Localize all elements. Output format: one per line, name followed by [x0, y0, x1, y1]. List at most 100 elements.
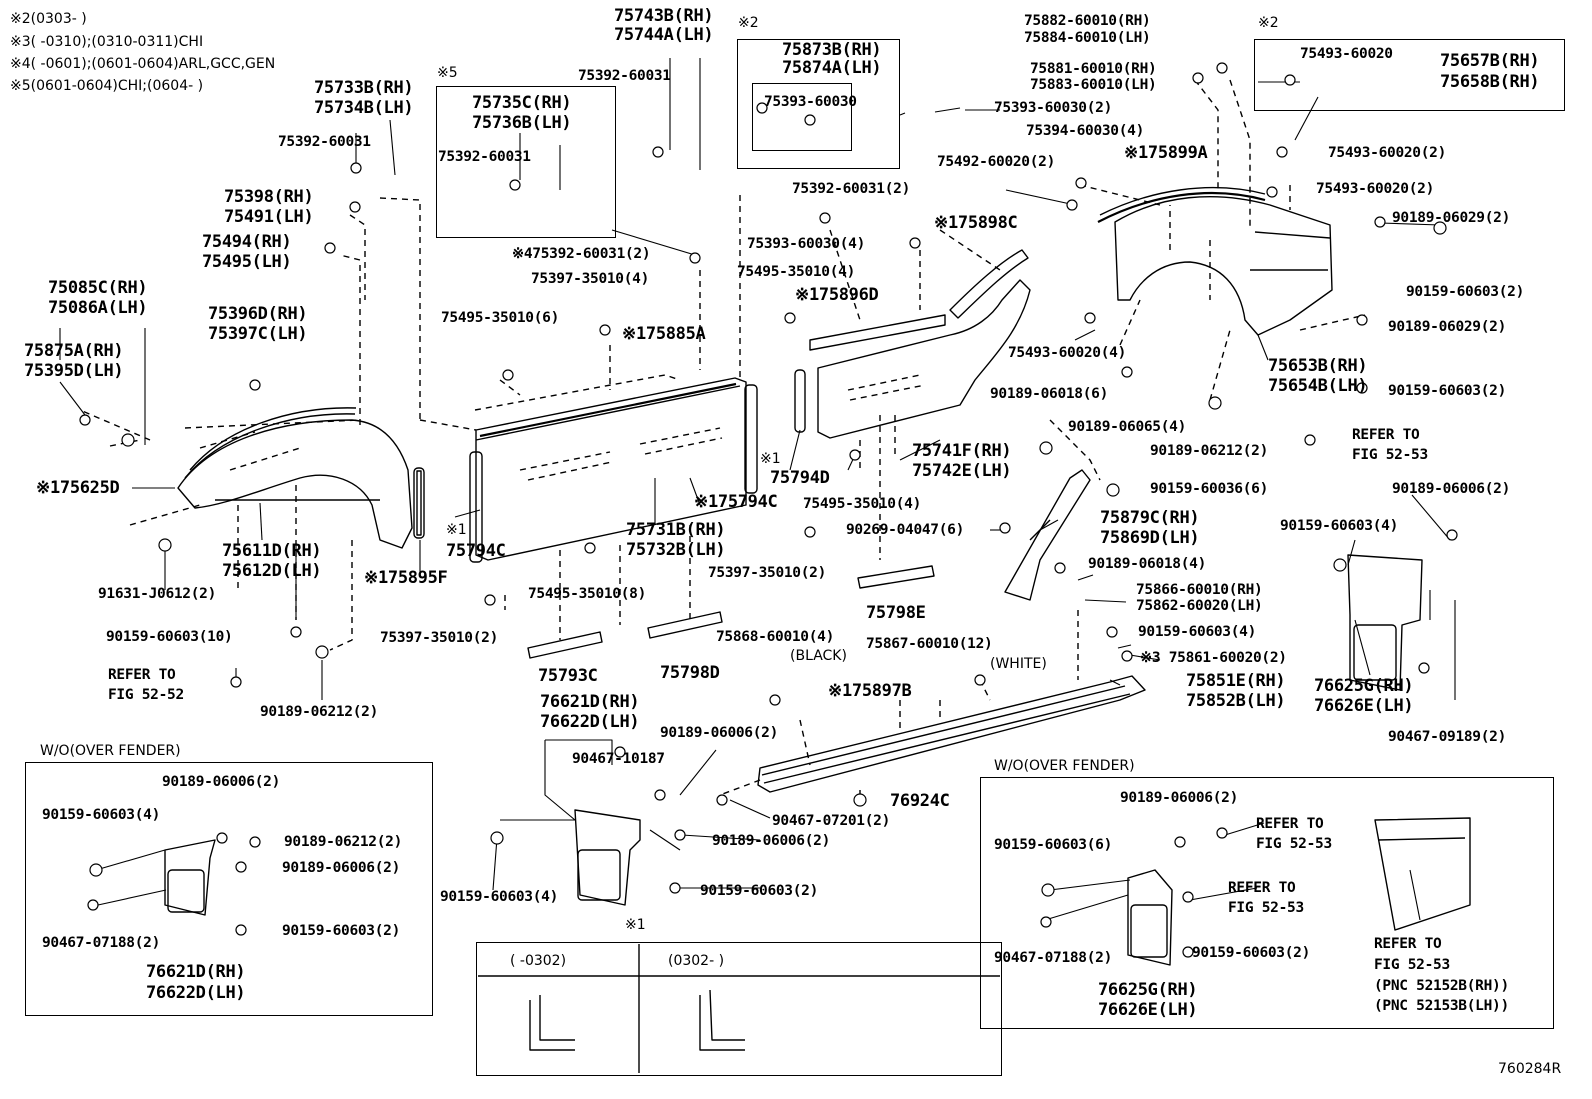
part-label[interactable]: 75397-35010(4) — [531, 271, 650, 287]
part-label[interactable]: REFER TO — [1256, 816, 1324, 832]
part-label[interactable]: 75741F(RH) — [912, 441, 1012, 461]
part-label[interactable]: 90189-06212(2) — [260, 704, 379, 720]
part-label[interactable]: 75742E(LH) — [912, 461, 1012, 481]
part-label[interactable]: 75653B(RH) — [1268, 356, 1368, 376]
part-label[interactable]: 75744A(LH) — [614, 25, 714, 45]
part-label[interactable]: 75493-60020(2) — [1328, 145, 1447, 161]
part-label[interactable]: 75794D — [770, 468, 830, 488]
part-label[interactable]: 75879C(RH) — [1100, 508, 1200, 528]
part-label[interactable]: ※1 — [446, 522, 467, 538]
part-label[interactable]: (PNC 52153B(LH)) — [1374, 998, 1509, 1014]
part-label[interactable]: 90189-06006(2) — [162, 774, 281, 790]
part-label[interactable]: 91631-J0612(2) — [98, 586, 217, 602]
part-label[interactable]: 75495-35010(6) — [441, 310, 560, 326]
part-label[interactable]: 75743B(RH) — [614, 6, 714, 26]
part-label[interactable]: 76621D(RH) — [146, 962, 246, 982]
part-label[interactable]: ※3 75861-60020(2) — [1140, 650, 1287, 666]
part-label[interactable]: 75085C(RH) — [48, 278, 148, 298]
part-label[interactable]: 75734B(LH) — [314, 98, 414, 118]
part-label[interactable]: 75397-35010(2) — [380, 630, 499, 646]
part-label[interactable]: 90269-04047(6) — [846, 522, 965, 538]
part-label[interactable]: 75736B(LH) — [472, 113, 572, 133]
part-label[interactable]: FIG 52-53 — [1228, 900, 1304, 916]
part-label[interactable]: ※175625D — [36, 478, 120, 498]
part-label[interactable]: 75862-60020(LH) — [1136, 598, 1263, 614]
part-label[interactable]: ※175899A — [1124, 143, 1208, 163]
part-label[interactable]: 75392-60031 — [578, 68, 671, 84]
part-label[interactable]: 75086A(LH) — [48, 298, 148, 318]
part-label[interactable]: 90189-06018(6) — [990, 386, 1109, 402]
part-label[interactable]: 75397-35010(2) — [708, 565, 827, 581]
part-label[interactable]: REFER TO — [1228, 880, 1296, 896]
part-label[interactable]: 75397C(LH) — [208, 324, 308, 344]
part-label[interactable]: 90159-60036(6) — [1150, 481, 1269, 497]
part-label[interactable]: 90467-07188(2) — [994, 950, 1113, 966]
part-label[interactable]: 90189-06065(4) — [1068, 419, 1187, 435]
part-label[interactable]: 75882-60010(RH) — [1024, 13, 1151, 29]
part-label[interactable]: 75494(RH) — [202, 232, 292, 252]
part-label[interactable]: 75491(LH) — [224, 207, 314, 227]
part-label[interactable]: 90159-60603(4) — [1280, 518, 1399, 534]
part-label[interactable]: 90159-60603(2) — [1388, 383, 1507, 399]
part-label[interactable]: 75392-60031 — [438, 149, 531, 165]
part-label[interactable]: 90467-09189(2) — [1388, 729, 1507, 745]
part-label[interactable]: (BLACK) — [790, 648, 847, 664]
part-label[interactable]: ※175885A — [622, 324, 706, 344]
part-label[interactable]: 75875A(RH) — [24, 341, 124, 361]
part-label[interactable]: 75495-35010(4) — [803, 496, 922, 512]
part-label[interactable]: 90159-60603(10) — [106, 629, 233, 645]
part-label[interactable]: 75868-60010(4) — [716, 629, 835, 645]
part-label[interactable]: 76924C — [890, 791, 950, 811]
part-label[interactable]: 90189-06006(2) — [1392, 481, 1511, 497]
part-label[interactable]: REFER TO — [1374, 936, 1442, 952]
part-label[interactable]: (PNC 52152B(RH)) — [1374, 978, 1509, 994]
part-label[interactable]: 75869D(LH) — [1100, 528, 1200, 548]
part-label[interactable]: ※1 — [760, 451, 781, 467]
part-label[interactable]: ※175895F — [364, 568, 448, 588]
part-label[interactable]: ※175897B — [828, 681, 912, 701]
part-label[interactable]: FIG 52-53 — [1374, 957, 1450, 973]
part-label[interactable]: 75612D(LH) — [222, 561, 322, 581]
part-label[interactable]: 75657B(RH) — [1440, 51, 1540, 71]
part-label[interactable]: 75883-60010(LH) — [1030, 77, 1157, 93]
part-label[interactable]: 75392-60031 — [278, 134, 371, 150]
part-label[interactable]: 90189-06006(2) — [660, 725, 779, 741]
part-label[interactable]: 75881-60010(RH) — [1030, 61, 1157, 77]
part-label[interactable]: 76621D(RH) — [540, 692, 640, 712]
part-label[interactable]: 75495-35010(8) — [528, 586, 647, 602]
part-label[interactable]: FIG 52-53 — [1256, 836, 1332, 852]
part-label[interactable]: 90189-06029(2) — [1392, 210, 1511, 226]
part-label[interactable]: 75393-60030(4) — [747, 236, 866, 252]
part-label[interactable]: FIG 52-52 — [108, 687, 184, 703]
part-label[interactable]: 76626E(LH) — [1314, 696, 1414, 716]
part-label[interactable]: 76622D(LH) — [540, 712, 640, 732]
part-label[interactable]: 90189-06006(2) — [1120, 790, 1239, 806]
part-label[interactable]: 90189-06006(2) — [282, 860, 401, 876]
part-label[interactable]: 90159-60603(2) — [700, 883, 819, 899]
part-label[interactable]: 75393-60030 — [764, 94, 857, 110]
part-label[interactable]: 75884-60010(LH) — [1024, 30, 1151, 46]
part-label[interactable]: 90467-10187 — [572, 751, 665, 767]
part-label[interactable]: 75874A(LH) — [782, 58, 882, 78]
part-label[interactable]: 90159-60603(4) — [42, 807, 161, 823]
part-label[interactable]: 75867-60010(12) — [866, 636, 993, 652]
part-label[interactable]: 75493-60020(4) — [1008, 345, 1127, 361]
part-label[interactable]: 75866-60010(RH) — [1136, 582, 1263, 598]
part-label[interactable]: 90159-60603(2) — [282, 923, 401, 939]
part-label[interactable]: FIG 52-53 — [1352, 447, 1428, 463]
part-label[interactable]: 75611D(RH) — [222, 541, 322, 561]
part-label[interactable]: ※175898C — [934, 213, 1018, 233]
part-label[interactable]: 90189-06212(2) — [1150, 443, 1269, 459]
part-label[interactable]: 90189-06029(2) — [1388, 319, 1507, 335]
part-label[interactable]: 75394-60030(4) — [1026, 123, 1145, 139]
part-label[interactable]: (WHITE) — [990, 656, 1047, 672]
part-label[interactable]: 75658B(RH) — [1440, 72, 1540, 92]
part-label[interactable]: 75732B(LH) — [626, 540, 726, 560]
part-label[interactable]: 90189-06006(2) — [712, 833, 831, 849]
part-label[interactable]: 75495-35010(4) — [737, 264, 856, 280]
part-label[interactable]: 76625G(RH) — [1314, 676, 1414, 696]
part-label[interactable]: REFER TO — [1352, 427, 1420, 443]
part-label[interactable]: ※175794C — [694, 492, 778, 512]
part-label[interactable]: 75852B(LH) — [1186, 691, 1286, 711]
part-label[interactable]: 75851E(RH) — [1186, 671, 1286, 691]
